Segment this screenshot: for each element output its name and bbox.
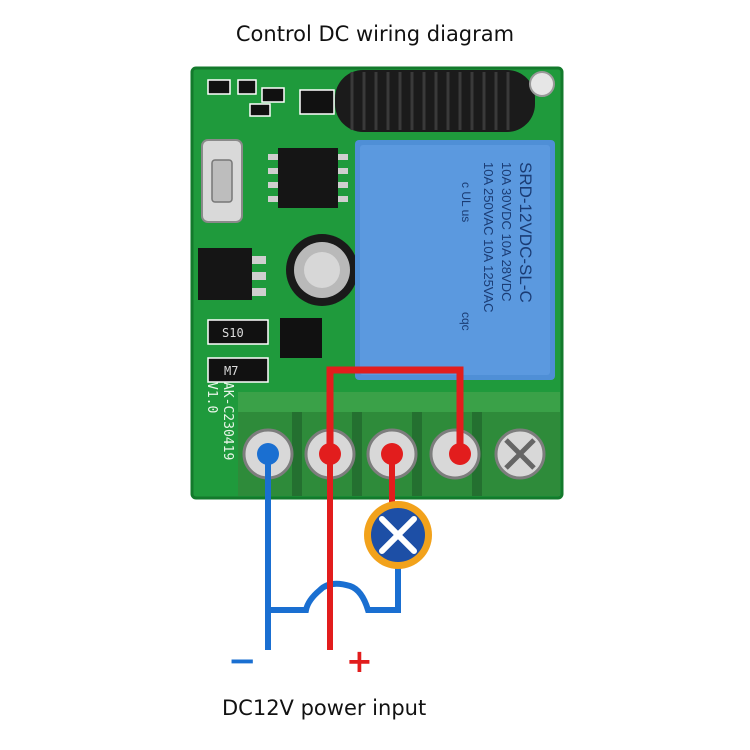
- antenna-coil: [335, 70, 555, 132]
- relay: SRD-12VDC-SL-C 10A 250VAC 10A 125VAC 10A…: [355, 140, 555, 380]
- pcb-board-edge: [190, 66, 564, 500]
- negative-sign: −: [228, 641, 257, 681]
- terminal-dot-relay: [449, 443, 471, 465]
- voltage-regulator: [198, 248, 266, 300]
- diode-s10: S10: [207, 319, 269, 345]
- transistor: [280, 318, 322, 358]
- ic-chip: [268, 148, 348, 208]
- relay-mark-2: c UL us: [459, 182, 473, 222]
- diode-m7: M7: [207, 357, 269, 383]
- diagram-title: Control DC wiring diagram: [235, 22, 515, 46]
- positive-sign: +: [346, 642, 373, 680]
- smd-components: [207, 79, 335, 117]
- electrolytic-capacitor: [286, 234, 358, 306]
- blue-return-wire: [268, 560, 401, 613]
- terminal-dot-positive: [319, 443, 341, 465]
- lamp-icon: [364, 501, 432, 569]
- power-input-label: DC12V power input: [222, 696, 427, 720]
- tactile-button: [201, 139, 243, 223]
- relay-rating-1: 10A 250VAC 10A 125VAC: [481, 162, 496, 313]
- svg-text:S10: S10: [222, 326, 244, 340]
- relay-model: SRD-12VDC-SL-C: [516, 162, 535, 303]
- screw-terminal-icon: [494, 428, 546, 480]
- terminal-dot-negative: [257, 443, 279, 465]
- terminal-dot-load: [381, 443, 403, 465]
- relay-mark-1: cqc: [459, 312, 473, 331]
- red-jumper-wire: [326, 366, 464, 452]
- board-version: V1.0: [204, 382, 219, 413]
- board-model: AK-C230419: [220, 382, 235, 460]
- relay-rating-2: 10A 30VDC 10A 28VDC: [499, 162, 514, 301]
- svg-text:M7: M7: [224, 364, 238, 378]
